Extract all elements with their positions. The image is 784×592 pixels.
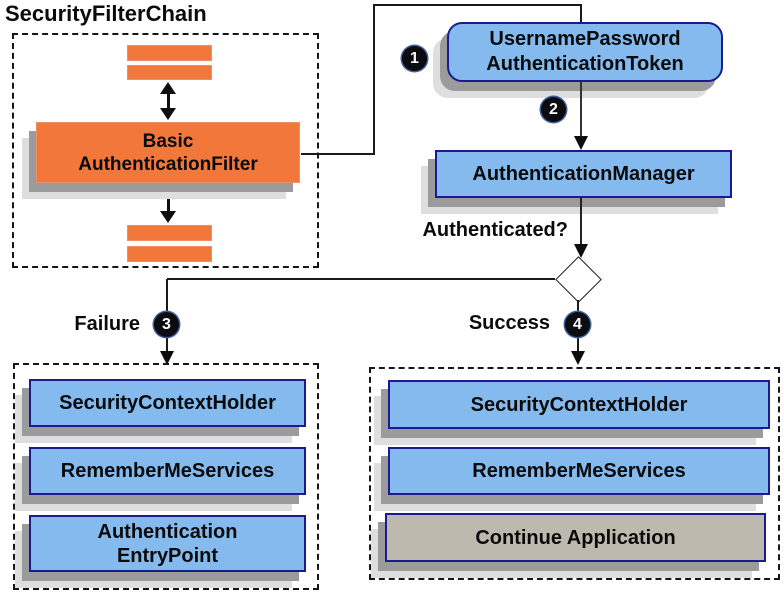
connector-line bbox=[167, 278, 555, 280]
step-badge-1: 1 bbox=[402, 46, 427, 71]
authentication-manager-node: AuthenticationManager bbox=[435, 150, 732, 198]
connector-line bbox=[301, 153, 374, 155]
remember-me-services-node: RememberMeServices bbox=[29, 447, 306, 495]
remember-me-services-node: RememberMeServices bbox=[388, 447, 770, 495]
continue-application-node: Continue Application bbox=[385, 513, 766, 562]
connector-line bbox=[580, 4, 582, 22]
username-password-authentication-token-node: UsernamePassword AuthenticationToken bbox=[447, 22, 723, 82]
double-arrow-icon bbox=[160, 185, 176, 223]
failure-panel bbox=[13, 363, 319, 590]
connector-line bbox=[373, 4, 582, 6]
authentication-entry-point-node: Authentication EntryPoint bbox=[29, 515, 306, 572]
arrowhead-icon bbox=[571, 351, 585, 365]
filter-bar bbox=[127, 225, 212, 241]
authenticated-label: Authenticated? bbox=[422, 219, 568, 241]
step-badge-4: 4 bbox=[565, 312, 590, 337]
connector-line bbox=[580, 82, 582, 138]
filter-bar bbox=[127, 45, 212, 61]
security-context-holder-node: SecurityContextHolder bbox=[29, 379, 306, 427]
arrowhead-icon bbox=[574, 244, 588, 258]
arrowhead-icon bbox=[160, 351, 174, 365]
arrowhead-icon bbox=[574, 136, 588, 150]
security-filter-chain-panel bbox=[12, 33, 319, 268]
step-badge-2: 2 bbox=[541, 97, 566, 122]
basic-authentication-filter-node: Basic AuthenticationFilter bbox=[36, 122, 300, 183]
double-arrow-icon bbox=[160, 82, 176, 120]
failure-label: Failure bbox=[74, 313, 140, 335]
security-context-holder-node: SecurityContextHolder bbox=[388, 380, 770, 429]
step-badge-3: 3 bbox=[154, 312, 179, 337]
filter-bar bbox=[127, 246, 212, 262]
connector-line bbox=[580, 198, 582, 246]
filter-bar bbox=[127, 65, 212, 80]
connector-line bbox=[373, 4, 375, 155]
diagram-title: SecurityFilterChain bbox=[5, 1, 207, 26]
decision-diamond bbox=[555, 256, 602, 303]
success-label: Success bbox=[468, 312, 550, 334]
success-panel bbox=[369, 367, 780, 580]
